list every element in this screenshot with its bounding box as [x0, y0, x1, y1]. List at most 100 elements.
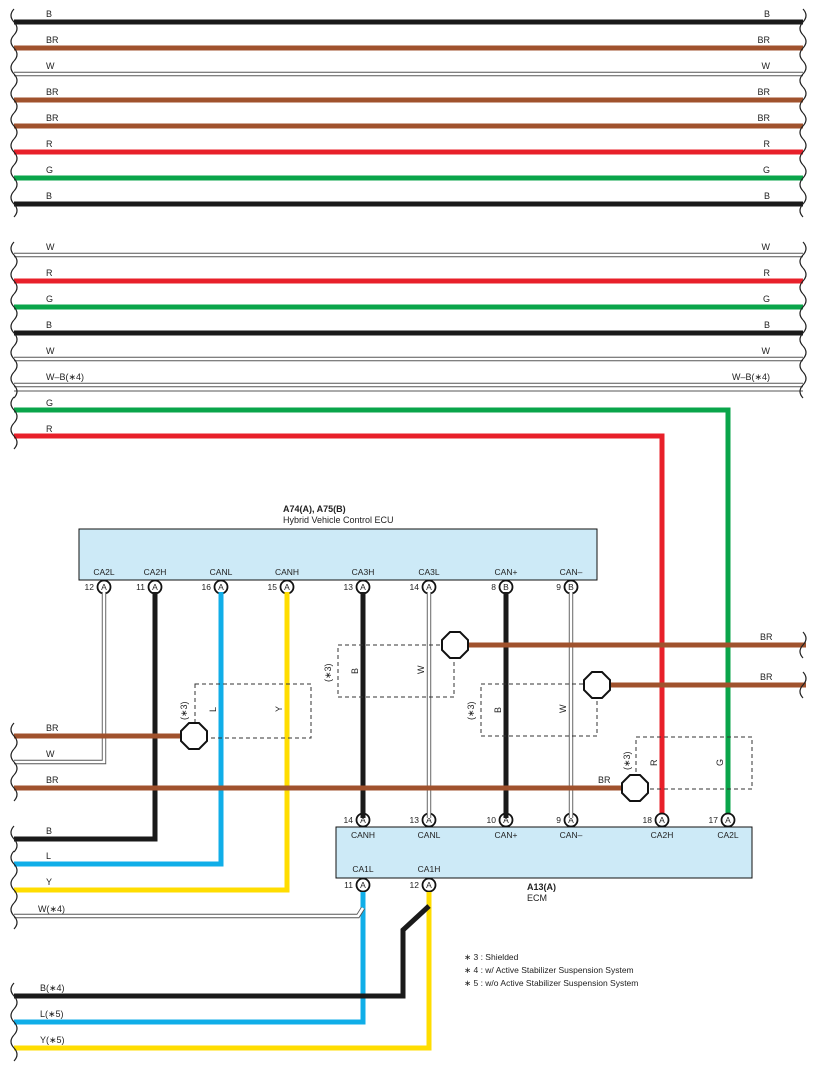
break-mark-right-2 — [799, 60, 807, 88]
canh-wire — [14, 592, 290, 893]
ecm-top-pin-connector-0-letter: A — [360, 815, 366, 825]
ecm-bottom-pin-number-1: 12 — [410, 880, 420, 890]
hv-pin-name-1: CA2H — [144, 567, 167, 577]
note-shielded: ∗ 3 : Shielded — [464, 952, 519, 962]
ecm-top-pin-number-2: 10 — [487, 815, 497, 825]
break-mark-left-20 — [10, 850, 18, 878]
label-bottom-l5: L(∗5) — [40, 1009, 64, 1019]
bus-a-label-right-0: B — [764, 9, 770, 19]
hv-pin-name-6: CAN+ — [495, 567, 518, 577]
hv-pin-number-1: 11 — [136, 582, 145, 592]
break-mark-right-15 — [799, 671, 807, 699]
break-mark-left-22 — [10, 902, 18, 930]
ca2h-wire — [14, 592, 158, 842]
ecm-pins: A14CANHA13CANLA10CAN+A9CAN–A18CA2HA17CA2… — [344, 812, 739, 893]
ca1l-wire-l5 — [14, 892, 366, 1025]
bus-b-label-left-3: B — [46, 320, 52, 330]
label-shield-tag-4: (∗3) — [622, 751, 632, 770]
ecm-top-pin-number-3: 9 — [556, 815, 561, 825]
break-mark-left-1 — [10, 34, 18, 62]
hv-pin-name-5: CA3L — [418, 567, 440, 577]
shield-box-1 — [194, 683, 312, 739]
ecm-top-pin-name-4: CA2H — [651, 830, 674, 840]
label-shield-tag-3: (∗3) — [466, 701, 476, 720]
break-mark-right-14 — [799, 631, 807, 659]
ecm-top-pin-connector-5 — [720, 812, 736, 828]
label-bottom-y5: Y(∗5) — [40, 1035, 65, 1045]
shield-box-3 — [480, 683, 598, 737]
bus-b-label-left-0: W — [46, 242, 55, 252]
bus-a-label-left-5: R — [46, 139, 53, 149]
r-wire-down — [14, 433, 665, 818]
hv-pin-number-3: 15 — [268, 582, 278, 592]
break-mark-left-2 — [10, 60, 18, 88]
ecm-bottom-pin-name-1: CA1H — [418, 864, 441, 874]
break-mark-left-19 — [10, 825, 18, 853]
break-mark-left-3 — [10, 86, 18, 114]
bus-b-label-right-1: R — [764, 268, 771, 278]
label-left-w: W — [46, 749, 55, 759]
hv-ecu-pins: CA2LA12CA2HA11CANLA16CANHA15CA3HA13CA3LA… — [85, 567, 583, 595]
bus-a-label-left-7: B — [46, 191, 52, 201]
ecm-top-pin-name-1: CANL — [418, 830, 441, 840]
break-mark-right-10 — [799, 293, 807, 321]
hv-pin-name-3: CANH — [275, 567, 299, 577]
label-shield-r: R — [649, 759, 659, 766]
hv-pin-name-2: CANL — [210, 567, 233, 577]
ecm-box — [335, 826, 753, 879]
hv-pin-name-7: CAN– — [560, 567, 583, 577]
label-shield-g: G — [715, 759, 725, 766]
label-right-br-2: BR — [760, 672, 773, 682]
break-mark-right-8 — [799, 241, 807, 269]
break-mark-left-5 — [10, 138, 18, 166]
break-mark-left-7 — [10, 190, 18, 218]
break-mark-right-12 — [799, 345, 807, 373]
shield-ground-3 — [583, 671, 611, 699]
break-mark-right-4 — [799, 112, 807, 140]
break-mark-right-9 — [799, 267, 807, 295]
hv-pin-name-0: CA2L — [93, 567, 115, 577]
label-right-br-1: BR — [760, 632, 773, 642]
label-shield-y: Y — [274, 706, 284, 712]
hv-pin-name-4: CA3H — [352, 567, 375, 577]
break-mark-left-23 — [10, 982, 18, 1010]
break-mark-left-11 — [10, 319, 18, 347]
ecm-bottom-pin-connector-1 — [421, 877, 437, 893]
break-mark-left-12 — [10, 345, 18, 373]
label-left-w4: W(∗4) — [38, 904, 65, 914]
bus-b-label-right-4: W — [762, 346, 771, 356]
ecm-top-pin-connector-4-letter: A — [659, 815, 665, 825]
hv-pin-connector-0-letter: A — [101, 582, 107, 592]
hv-pin-connector-6-letter: B — [503, 582, 509, 592]
hv-pin-connector-2-letter: A — [218, 582, 224, 592]
bus-a-label-right-2: W — [762, 61, 771, 71]
ecm-top-pin-name-0: CANH — [351, 830, 375, 840]
ecm-top-pin-connector-4 — [654, 812, 670, 828]
label-shield-tag-1: (∗3) — [179, 701, 189, 720]
shield-box-2 — [337, 644, 455, 698]
ecm-top-pin-name-2: CAN+ — [495, 830, 518, 840]
hv-pin-number-5: 14 — [410, 582, 420, 592]
break-mark-left-13 — [10, 371, 18, 399]
hv-pin-connector-5-letter: A — [426, 582, 432, 592]
bus-a-label-left-2: W — [46, 61, 55, 71]
bus-a-label-left-1: BR — [46, 35, 59, 45]
ca1h-wire-b4 — [14, 904, 431, 999]
shield-ground-1 — [180, 722, 208, 750]
break-mark-left-9 — [10, 267, 18, 295]
label-shield-b-2: B — [493, 707, 503, 713]
bus-a-label-right-5: R — [764, 139, 771, 149]
ecm-top-pin-name-5: CA2L — [717, 830, 739, 840]
label-shield-tag-2: (∗3) — [323, 663, 333, 682]
bus-a-label-left-4: BR — [46, 113, 59, 123]
hv-pin-number-2: 16 — [202, 582, 212, 592]
bus-a-label-right-7: B — [764, 191, 770, 201]
bus-a-label-right-4: BR — [757, 113, 770, 123]
ecm-title: A13(A) — [527, 882, 556, 892]
bus-b-label-right-0: W — [762, 242, 771, 252]
bus-b-label-left-6: G — [46, 398, 53, 408]
hv-ecu-subtitle: Hybrid Vehicle Control ECU — [283, 515, 394, 525]
ecm-bottom-pin-number-0: 11 — [344, 880, 353, 890]
